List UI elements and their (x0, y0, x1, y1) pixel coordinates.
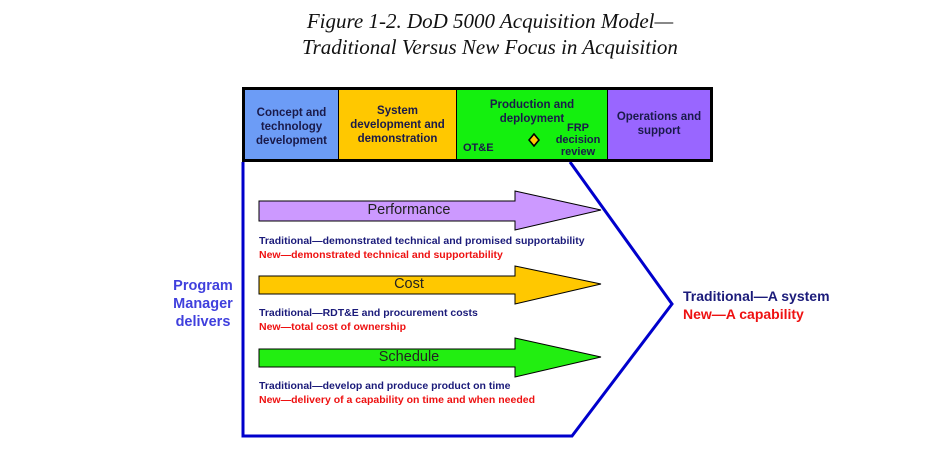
phase-label: Production and deployment (457, 98, 607, 126)
ote-label: OT&E (463, 142, 494, 154)
performance-new-text: New—demonstrated technical and supportab… (259, 249, 503, 261)
phase-operations-support: Operations and support (608, 90, 710, 159)
phase-label-line: technology (260, 121, 323, 133)
schedule-traditional-text: Traditional—develop and produce product … (259, 380, 511, 392)
phase-label-line: Production and (489, 99, 575, 111)
program-manager-delivers-label: Program Manager delivers (168, 277, 238, 331)
phase-label-line: development and (350, 119, 445, 131)
phase-label-line: development (256, 135, 327, 147)
cost-arrow-label: Cost (394, 276, 424, 292)
frp-label-line: decision (555, 134, 601, 146)
phase-label-line: Operations and (616, 111, 702, 123)
phase-production-deployment: Production and deployment OT&E FRP decis… (457, 90, 608, 159)
diamond-milestone-icon (528, 133, 540, 147)
phase-label-line: deployment (499, 113, 565, 125)
schedule-new-text: New—delivery of a capability on time and… (259, 394, 535, 406)
schedule-arrow-label: Schedule (378, 349, 440, 365)
pm-label-line: Manager (173, 296, 233, 312)
cost-traditional-text: Traditional—RDT&E and procurement costs (259, 307, 478, 319)
figure-title-line-2: Traditional Versus New Focus in Acquisit… (302, 35, 678, 59)
result-new-text: New—A capability (683, 306, 804, 322)
phase-concept-technology-development: Concept and technology development (245, 90, 339, 159)
frp-label-line: review (560, 146, 596, 158)
frp-decision-review-label: FRP decision review (552, 122, 604, 158)
figure-title: Figure 1-2. DoD 5000 Acquisition Model— … (240, 8, 740, 60)
performance-traditional-text: Traditional—demonstrated technical and p… (259, 235, 585, 247)
pm-label-line: delivers (175, 314, 231, 330)
phase-label-line: Concept and (256, 107, 327, 119)
phase-label: Operations and support (608, 110, 710, 138)
cost-new-text: New—total cost of ownership (259, 321, 407, 333)
phase-label-line: demonstration (357, 133, 438, 145)
schedule-arrow (258, 337, 602, 378)
phase-system-development-demonstration: System development and demonstration (339, 90, 457, 159)
frp-label-line: FRP (567, 122, 589, 134)
phase-label-line: System (377, 105, 418, 117)
acquisition-phase-bar: Concept and technology development Syste… (242, 87, 713, 162)
cost-arrow (258, 265, 602, 305)
figure-title-line-1: Figure 1-2. DoD 5000 Acquisition Model— (306, 9, 674, 33)
phase-label: Concept and technology development (245, 106, 338, 148)
delivery-outline-shape (241, 161, 674, 438)
phase-label-line: support (637, 125, 681, 137)
pm-label-line: Program (173, 278, 233, 294)
phase-label: System development and demonstration (339, 104, 456, 146)
performance-arrow (258, 190, 602, 231)
performance-arrow-label: Performance (367, 202, 451, 218)
result-traditional-text: Traditional—A system (683, 288, 830, 304)
